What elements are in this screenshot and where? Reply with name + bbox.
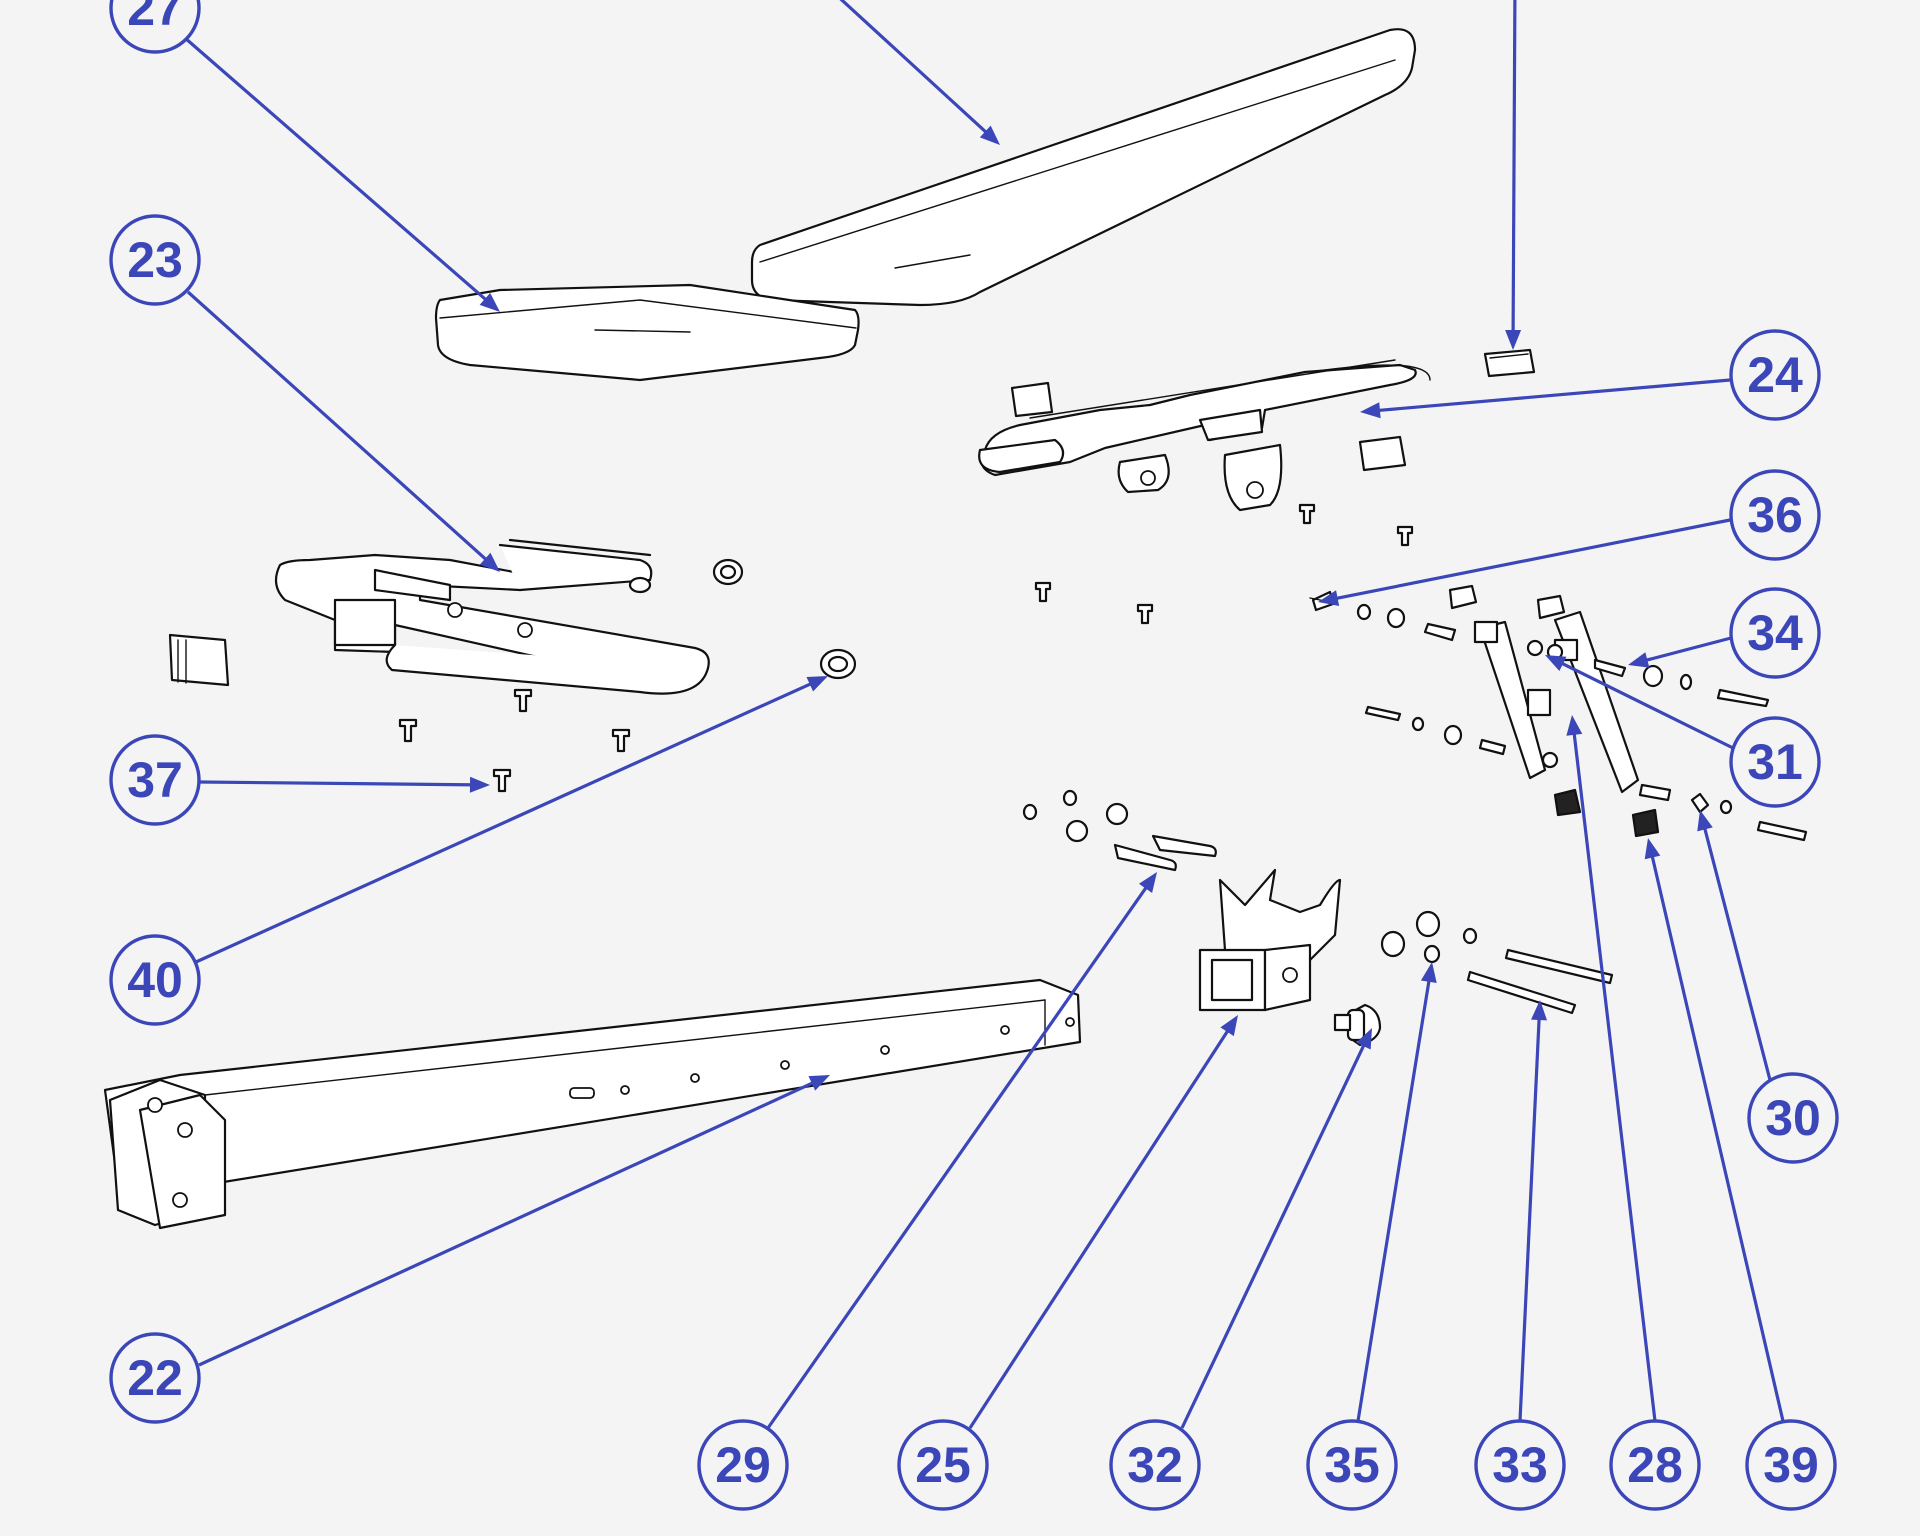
- backrest-frame: [978, 359, 1431, 512]
- callout-24: 24: [1729, 329, 1821, 421]
- callout-34: 34: [1729, 587, 1821, 679]
- callout-40: 40: [109, 934, 201, 1026]
- leader-arrowhead-31: [1545, 655, 1567, 672]
- leader-arrowhead-40: [806, 676, 828, 692]
- callout-31: 31: [1729, 716, 1821, 808]
- leader-line-39: [1649, 851, 1785, 1422]
- callout-30: 30: [1747, 1072, 1839, 1164]
- callout-label-37: 37: [127, 752, 183, 808]
- callout-label-25: 25: [915, 1437, 971, 1493]
- leader-arrowhead-28: [1566, 715, 1583, 736]
- pivot-bracket: [1198, 868, 1342, 1012]
- leader-arrowhead-35: [1420, 962, 1437, 984]
- leader-line-24: [1373, 378, 1731, 413]
- leader-arrowhead-23: [479, 552, 500, 572]
- leader-arrowhead-37: [469, 776, 490, 793]
- leader-arrowhead-30: [1697, 810, 1713, 832]
- leader-line-28: [1572, 728, 1657, 1422]
- leader-line-37: [198, 780, 477, 787]
- callout-label-30: 30: [1765, 1090, 1821, 1146]
- bolts: [398, 503, 1414, 793]
- leader-line-31: [1556, 659, 1734, 750]
- main-rail: [103, 978, 1082, 1230]
- leader-line-27c: [1511, 0, 1517, 337]
- callout-35: 35: [1306, 1419, 1398, 1511]
- leader-arrowhead-27c: [1505, 329, 1522, 350]
- callout-label-40: 40: [127, 952, 183, 1008]
- washers-spacers: [1022, 789, 1478, 964]
- callout-label-36: 36: [1747, 487, 1803, 543]
- leader-arrowhead-32: [1356, 1028, 1372, 1050]
- callout-29: 29: [697, 1419, 789, 1511]
- callout-27: 27: [109, 0, 201, 54]
- leader-arrowhead-39: [1644, 838, 1661, 860]
- seat-pad: [434, 283, 860, 382]
- callout-label-22: 22: [127, 1350, 183, 1406]
- callout-label-32: 32: [1127, 1437, 1183, 1493]
- end-cap: [1010, 348, 1536, 472]
- leader-arrowhead-24: [1360, 402, 1381, 419]
- leader-arrowhead-27b: [979, 125, 1000, 145]
- callout-37: 37: [109, 734, 201, 826]
- callout-label-28: 28: [1627, 1437, 1683, 1493]
- knob: [1333, 1003, 1382, 1047]
- long-bolts: [1466, 948, 1614, 1015]
- leader-line-29: [766, 882, 1151, 1429]
- leader-line-30: [1701, 823, 1772, 1081]
- callout-25: 25: [897, 1419, 989, 1511]
- callout-22: 22: [109, 1332, 201, 1424]
- backrest-pad: [750, 28, 1417, 307]
- leader-line-27: [183, 36, 491, 305]
- callout-leaders: [183, 0, 1785, 1429]
- callout-28: 28: [1609, 1419, 1701, 1511]
- linkage-hardware: [1309, 584, 1808, 842]
- leader-line-32: [1180, 1039, 1368, 1429]
- leader-line-27b: [839, 0, 991, 137]
- end-cap: [168, 633, 230, 687]
- callout-label-27: 27: [127, 0, 183, 36]
- callout-label-35: 35: [1324, 1437, 1380, 1493]
- callout-label-34: 34: [1747, 605, 1803, 661]
- callout-label-39: 39: [1763, 1437, 1819, 1493]
- callout-39: 39: [1745, 1419, 1837, 1511]
- callout-label-33: 33: [1492, 1437, 1548, 1493]
- leader-arrowhead-33: [1531, 1000, 1548, 1021]
- callout-badges: 27 23 24 36 34 31 37 40 30 22 29 25 32 3…: [109, 0, 1839, 1511]
- callout-label-24: 24: [1747, 347, 1803, 403]
- bushing: [712, 558, 857, 680]
- leader-arrowhead-27: [479, 292, 500, 312]
- leader-arrowhead-29: [1138, 872, 1157, 893]
- seat-frame: [274, 538, 710, 695]
- leader-line-23: [186, 290, 491, 564]
- leader-line-35: [1356, 975, 1432, 1422]
- callout-label-29: 29: [715, 1437, 771, 1493]
- leader-line-40: [195, 680, 816, 964]
- callout-23: 23: [109, 214, 201, 306]
- callout-label-23: 23: [127, 232, 183, 288]
- callout-32: 32: [1109, 1419, 1201, 1511]
- leader-line-25: [968, 1025, 1232, 1429]
- leader-line-36: [1331, 518, 1731, 601]
- callout-label-31: 31: [1747, 734, 1803, 790]
- leader-line-34: [1641, 636, 1732, 663]
- leader-line-22: [198, 1079, 818, 1367]
- leader-arrowhead-36: [1318, 590, 1340, 606]
- leader-line-33: [1518, 1013, 1541, 1422]
- callout-36: 36: [1729, 469, 1821, 561]
- leader-arrowhead-22: [808, 1075, 830, 1091]
- leader-arrowhead-34: [1628, 652, 1650, 668]
- leader-arrowhead-25: [1220, 1015, 1238, 1037]
- callout-33: 33: [1474, 1419, 1566, 1511]
